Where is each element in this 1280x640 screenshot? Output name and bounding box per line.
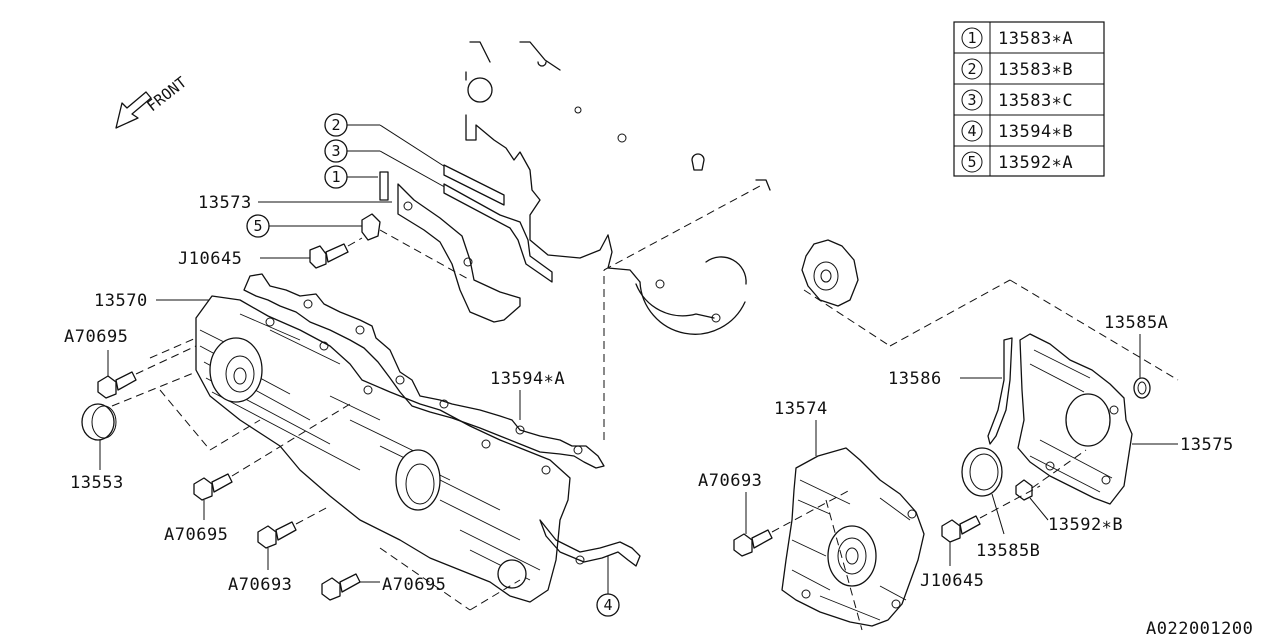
label-13592b: 13592∗B <box>1048 515 1123 535</box>
front-arrow-icon <box>115 91 152 129</box>
label-a70695-bottom: A70695 <box>382 575 446 595</box>
bolt-a70695-bottom <box>321 573 361 601</box>
legend-row-number: 3 <box>967 91 976 109</box>
timing-belt-cover-right <box>1017 333 1133 505</box>
label-13585a: 13585A <box>1104 313 1168 333</box>
label-j10645-bottom: J10645 <box>920 571 984 591</box>
gasket-strip-13583 <box>379 164 553 283</box>
label-13575: 13575 <box>1180 435 1234 455</box>
label-13553: 13553 <box>70 473 124 493</box>
legend-row-part: 13583∗A <box>998 29 1073 49</box>
nut-13592a <box>361 213 381 241</box>
oil-seal-13585b <box>961 447 1003 497</box>
callout-1: 1 <box>324 165 378 189</box>
legend-row: 2 13583∗B <box>961 58 1073 80</box>
legend-row-part: 13583∗B <box>998 60 1073 80</box>
legend-row: 5 13592∗A <box>961 151 1073 173</box>
gasket-13594a <box>243 273 605 475</box>
timing-belt-cover-lower-right <box>781 447 925 627</box>
bolt-j10645-right <box>941 515 981 543</box>
legend-row-part: 13594∗B <box>998 122 1073 142</box>
o-ring-13585a <box>1133 377 1151 399</box>
bolt-a70693-right <box>733 529 773 557</box>
bolt-a70695-top <box>97 371 137 399</box>
timing-belt-cover-left <box>195 295 571 603</box>
callout-3: 3 <box>324 139 451 191</box>
label-a70695-top: A70695 <box>64 327 128 347</box>
bolt-a70693-left <box>257 521 297 549</box>
callout-4-number: 4 <box>603 596 612 614</box>
nut-13592b <box>1015 479 1033 501</box>
callout-2-number: 2 <box>331 116 340 134</box>
legend-row-number: 5 <box>967 153 976 171</box>
callout-1-number: 1 <box>331 168 340 186</box>
belt-tensioner <box>801 239 859 307</box>
legend-row-number: 4 <box>967 122 976 140</box>
bracket-13573 <box>397 183 521 323</box>
front-direction-indicator: FRONT <box>115 73 190 129</box>
legend-row-number: 1 <box>967 29 976 47</box>
label-a70695-mid: A70695 <box>164 525 228 545</box>
legend-row: 1 13583∗A <box>961 27 1073 49</box>
engine-block-outline <box>465 41 771 335</box>
bolt-j10645 <box>309 243 349 269</box>
callout-2: 2 <box>324 113 451 171</box>
front-label: FRONT <box>143 73 190 115</box>
plug-13553 <box>81 403 117 441</box>
legend-row-part: 13583∗C <box>998 91 1073 111</box>
label-13586: 13586 <box>888 369 942 389</box>
diagram-id: A022001200 <box>1146 619 1253 639</box>
label-13585b: 13585B <box>976 541 1040 561</box>
label-a70693-left: A70693 <box>228 575 292 595</box>
legend-row: 4 13594∗B <box>961 120 1073 142</box>
callout-3-number: 3 <box>331 142 340 160</box>
label-13570: 13570 <box>94 291 148 311</box>
legend-row: 3 13583∗C <box>961 89 1073 111</box>
callout-5-number: 5 <box>253 217 262 235</box>
label-13594a: 13594∗A <box>490 369 565 389</box>
label-13574: 13574 <box>774 399 828 419</box>
legend-row-part: 13592∗A <box>998 153 1073 173</box>
gasket-13594b <box>539 519 641 567</box>
gasket-13586 <box>987 337 1013 445</box>
label-a70693-right: A70693 <box>698 471 762 491</box>
label-13573: 13573 <box>198 193 252 213</box>
callout-5: 5 <box>246 214 362 238</box>
legend-row-number: 2 <box>967 60 976 78</box>
callout-4: 4 <box>596 593 620 617</box>
legend-table: 1 13583∗A 2 13583∗B 3 13583∗C 4 13594∗B … <box>953 21 1105 177</box>
label-j10645-top: J10645 <box>178 249 242 269</box>
bolt-a70695-mid <box>193 473 233 501</box>
